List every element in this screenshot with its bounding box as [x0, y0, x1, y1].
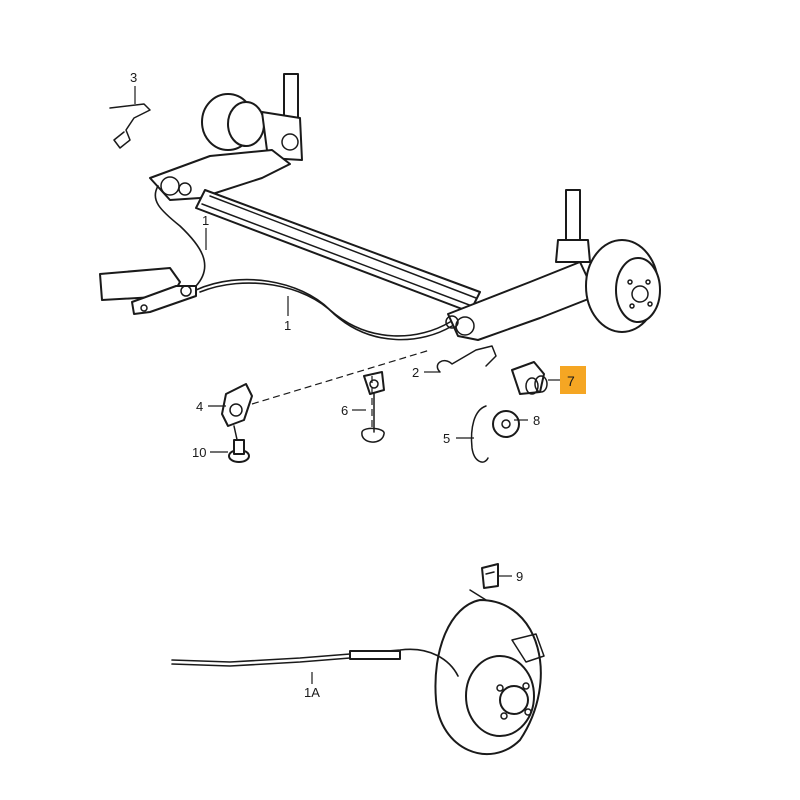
callout-1: 1 — [202, 213, 209, 228]
highlight-callout-7: 7 — [560, 366, 586, 394]
leader-lines — [134, 86, 562, 684]
callout-3: 3 — [130, 70, 137, 85]
spring-item-5 — [470, 405, 489, 463]
callout-8: 8 — [533, 413, 540, 428]
assembly-line — [251, 349, 431, 405]
guide-item-4 — [221, 383, 253, 445]
handbrake-cable-1a — [171, 648, 459, 677]
clip-item-3 — [109, 103, 151, 149]
callout-1a: 1A — [304, 685, 320, 700]
callout-4: 4 — [196, 399, 203, 414]
callout-1: 1 — [284, 318, 291, 333]
callout-2: 2 — [412, 365, 419, 380]
cable-holder-item-6 — [361, 371, 385, 443]
backing-plate — [434, 589, 545, 756]
clip-item-9 — [481, 563, 499, 589]
highlight-box — [560, 366, 586, 394]
handbrake-cable — [154, 185, 453, 341]
callout-5: 5 — [443, 431, 450, 446]
rear-axle-assembly — [149, 73, 661, 341]
callout-9: 9 — [516, 569, 523, 584]
callout-6: 6 — [341, 403, 348, 418]
callout-7: 7 — [567, 373, 575, 389]
spring-clip-item-2 — [436, 345, 497, 373]
handbrake-lever — [99, 267, 197, 315]
bolt-item-10 — [228, 439, 250, 463]
callout-10: 10 — [192, 445, 206, 460]
washer-item-8 — [492, 410, 520, 438]
bracket-item-7 — [511, 361, 548, 395]
